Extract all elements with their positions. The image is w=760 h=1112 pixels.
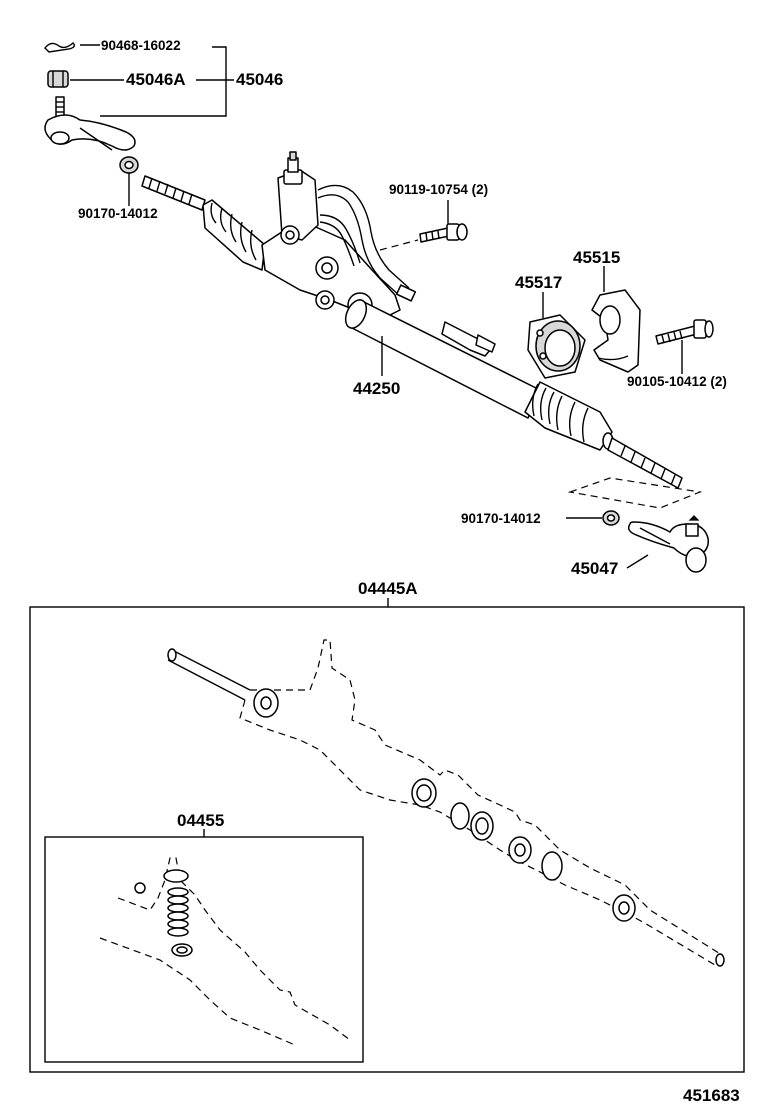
rack-tube bbox=[344, 299, 541, 419]
label-gear-assy: 44250 bbox=[353, 379, 401, 398]
rack-thread-right bbox=[607, 437, 683, 489]
leader-tie-rod-rh bbox=[626, 554, 649, 569]
bushing-part bbox=[527, 314, 586, 379]
bolt-top-part bbox=[419, 223, 468, 243]
clip-pin-part bbox=[44, 42, 76, 53]
label-tie-rod-end-rh: 45047 bbox=[571, 559, 619, 578]
label-nut-right: 90170-14012 bbox=[461, 511, 541, 526]
figure-number: 451683 bbox=[683, 1086, 740, 1105]
tie-rod-end-rh-part bbox=[627, 515, 709, 573]
rack-thread-left bbox=[141, 175, 206, 211]
label-nut-left: 90170-14012 bbox=[78, 206, 158, 221]
label-kit-sub: 04455 bbox=[177, 811, 225, 830]
sub-kit-outline bbox=[99, 857, 351, 1046]
gear-housing bbox=[261, 151, 417, 321]
lock-nut-part bbox=[47, 70, 69, 88]
label-tie-rod-end-lh: 45046 bbox=[236, 70, 284, 89]
leader-bracket-45046 bbox=[100, 46, 227, 117]
label-bracket: 45515 bbox=[573, 248, 621, 267]
label-clip-pin: 90468-16022 bbox=[101, 38, 181, 53]
boot-left bbox=[202, 199, 266, 271]
label-bolt-top: 90119-10754 (2) bbox=[389, 182, 489, 197]
tie-rod-end-lh-part bbox=[44, 96, 136, 151]
label-lock-nut: 45046A bbox=[126, 70, 186, 89]
label-bushing: 45517 bbox=[515, 273, 563, 292]
dashed-bolt-top bbox=[379, 239, 419, 251]
boot-right bbox=[524, 381, 614, 451]
nut-right-part bbox=[602, 510, 620, 526]
dashed-guide-right bbox=[567, 477, 703, 509]
label-bolt-right: 90105-10412 (2) bbox=[627, 374, 727, 389]
nut-left-part bbox=[119, 156, 139, 174]
kit-box-main bbox=[29, 606, 745, 1073]
kit-seals-outline bbox=[167, 639, 725, 967]
bolt-right-part bbox=[655, 319, 714, 345]
kit-box-sub bbox=[44, 836, 364, 1063]
label-kit-main: 04445A bbox=[358, 579, 418, 598]
bracket-part bbox=[591, 289, 641, 373]
